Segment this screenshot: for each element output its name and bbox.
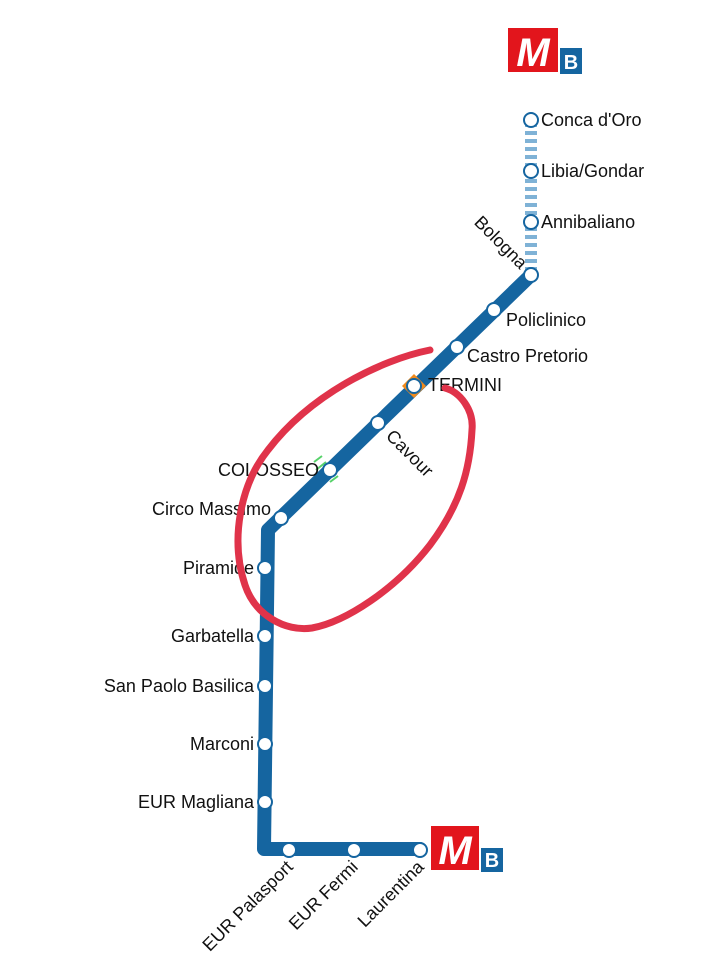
- station-label-policlinico: Policlinico: [506, 310, 586, 330]
- metro-logo-bottom-m-letter: M: [438, 829, 473, 873]
- station-label-eur-magliana: EUR Magliana: [138, 792, 255, 812]
- station-garbatella-dot[interactable]: [257, 628, 273, 644]
- metro-logo-b-box: [560, 48, 582, 74]
- metro-logo-b-letter: B: [564, 52, 578, 74]
- station-bologna-dot[interactable]: [523, 267, 539, 283]
- station-label-colosseo: COLOSSEO: [218, 460, 319, 480]
- station-label-castro-pretorio: Castro Pretorio: [467, 346, 588, 366]
- station-eur-palasport-dot[interactable]: [281, 842, 297, 858]
- metro-logo-m-box: [508, 28, 558, 72]
- station-termini-dot[interactable]: [406, 378, 422, 394]
- station-laurentina-dot[interactable]: [412, 842, 428, 858]
- station-eur-magliana-dot[interactable]: [257, 794, 273, 810]
- station-annibaliano-dot[interactable]: [523, 214, 539, 230]
- metro-logo-top: M B: [508, 28, 582, 75]
- highlight-loop-annotation: [234, 346, 476, 633]
- station-label-conca-doro: Conca d'Oro: [541, 110, 642, 130]
- station-marconi-dot[interactable]: [257, 736, 273, 752]
- station-eur-fermi-dot[interactable]: [346, 842, 362, 858]
- station-label-libia-gondar: Libia/Gondar: [541, 161, 644, 181]
- colosseo-accent: [313, 455, 339, 483]
- station-label-san-paolo-basilica: San Paolo Basilica: [104, 676, 255, 696]
- station-cavour-dot[interactable]: [370, 415, 386, 431]
- metro-logo-m-letter: M: [516, 31, 551, 75]
- station-conca-doro-dot[interactable]: [523, 112, 539, 128]
- metro-logo-bottom-b-letter: B: [485, 850, 499, 872]
- station-label-laurentina: Laurentina: [354, 856, 429, 931]
- metro-logo-bottom: M B: [431, 826, 503, 873]
- station-label-circo-massimo: Circo Massimo: [152, 499, 271, 519]
- metro-logo-bottom-b-box: [481, 848, 503, 872]
- station-label-termini: TERMINI: [428, 375, 502, 395]
- station-label-annibaliano: Annibaliano: [541, 212, 635, 232]
- station-circo-massimo-dot[interactable]: [273, 510, 289, 526]
- station-castro-pretorio-dot[interactable]: [449, 339, 465, 355]
- station-label-marconi: Marconi: [190, 734, 254, 754]
- station-piramide-dot[interactable]: [257, 560, 273, 576]
- station-colosseo-dot[interactable]: [322, 462, 338, 478]
- station-label-eur-palasport: EUR Palasport: [198, 857, 296, 955]
- station-policlinico-dot[interactable]: [486, 302, 502, 318]
- station-label-eur-fermi: EUR Fermi: [285, 857, 362, 934]
- metro-logo-bottom-m-box: [431, 826, 479, 870]
- station-label-cavour: Cavour: [382, 426, 437, 481]
- station-libia-gondar-dot[interactable]: [523, 163, 539, 179]
- station-san-paolo-basilica-dot[interactable]: [257, 678, 273, 694]
- station-label-garbatella: Garbatella: [171, 626, 255, 646]
- station-label-bologna: Bologna: [470, 212, 532, 274]
